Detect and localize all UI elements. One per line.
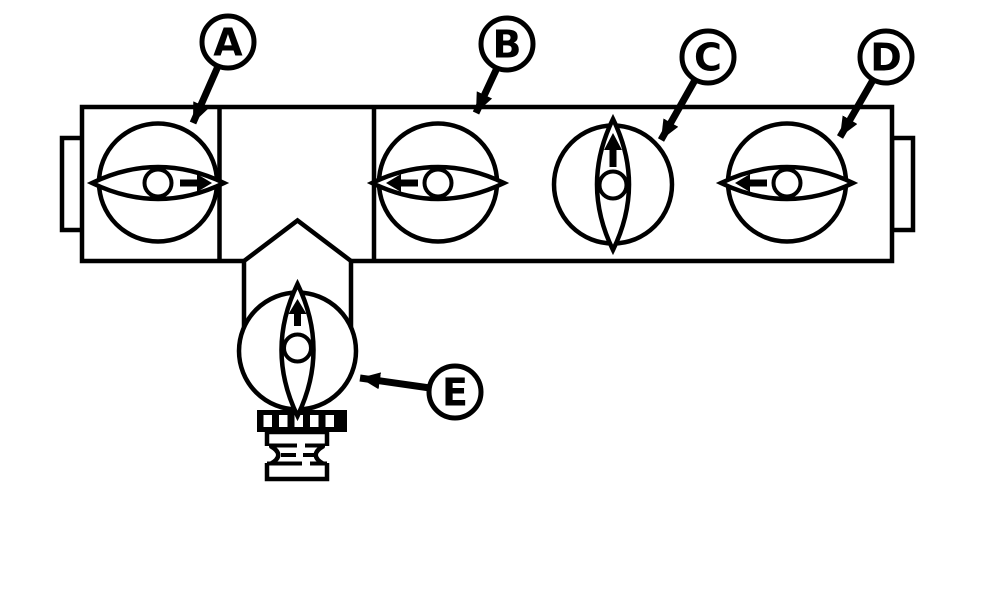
flow-arrow-left-icon — [735, 174, 767, 192]
valve-a-stem-circle — [142, 167, 174, 199]
collar-slot — [279, 415, 288, 427]
callout-d-circle — [857, 28, 915, 86]
callout-c: C — [657, 28, 737, 142]
flow-arrow-left-icon — [386, 174, 418, 192]
callout-c-arrow — [657, 78, 699, 142]
callout-a-arrow — [189, 62, 223, 125]
outlet-chevron — [242, 217, 353, 263]
callout-e-circle — [426, 363, 484, 421]
callout-d-arrow — [836, 78, 877, 139]
ball-valve-a — [86, 121, 230, 244]
callout-a: A — [189, 13, 257, 125]
callout-d-letter: D — [870, 36, 902, 80]
flow-arrow-right-icon — [180, 174, 212, 192]
callout-a-letter: A — [213, 21, 243, 65]
valve-c-stem-circle — [597, 169, 629, 201]
valve-b-stem-circle — [422, 167, 454, 199]
coupling-lower-block — [264, 463, 330, 482]
callout-b: B — [472, 15, 536, 115]
valve-d-handle-lens — [715, 164, 859, 202]
callout-d: D — [836, 28, 915, 139]
coupling-upper-block — [264, 429, 330, 446]
collar-slot — [294, 415, 303, 427]
flow-arrow-up-icon — [288, 299, 307, 326]
callout-e-arrow — [359, 372, 431, 392]
valve-b-handle-lens — [366, 164, 510, 202]
hose-coupling — [264, 429, 330, 482]
right-port-stub — [889, 135, 916, 233]
valve-e-stem-circle — [282, 332, 313, 364]
bottom-outlet — [236, 278, 359, 482]
callout-c-letter: C — [694, 36, 722, 80]
ball-valve-d — [715, 121, 859, 244]
threaded-collar — [257, 410, 347, 432]
callout-b-arrow — [472, 66, 501, 115]
ball-valve-b — [366, 121, 510, 244]
coupling-neck-left — [269, 444, 281, 466]
valve-e-handle-lens — [279, 278, 316, 422]
ball-valve-c — [551, 113, 675, 256]
callout-a-circle — [199, 13, 257, 71]
flow-arrow-up-icon — [604, 133, 622, 167]
callout-c-circle — [679, 28, 737, 86]
collar-slot — [325, 415, 334, 427]
collar-slot — [310, 415, 319, 427]
valve-d-stem-circle — [771, 167, 803, 199]
callout-e: E — [359, 363, 484, 421]
callout-b-circle — [478, 15, 536, 73]
valve-c-handle-lens — [594, 113, 632, 256]
callout-e-letter: E — [442, 371, 468, 415]
collar-slot — [263, 415, 272, 427]
callout-b-letter: B — [493, 23, 522, 67]
valve-a-handle-lens — [86, 164, 230, 202]
